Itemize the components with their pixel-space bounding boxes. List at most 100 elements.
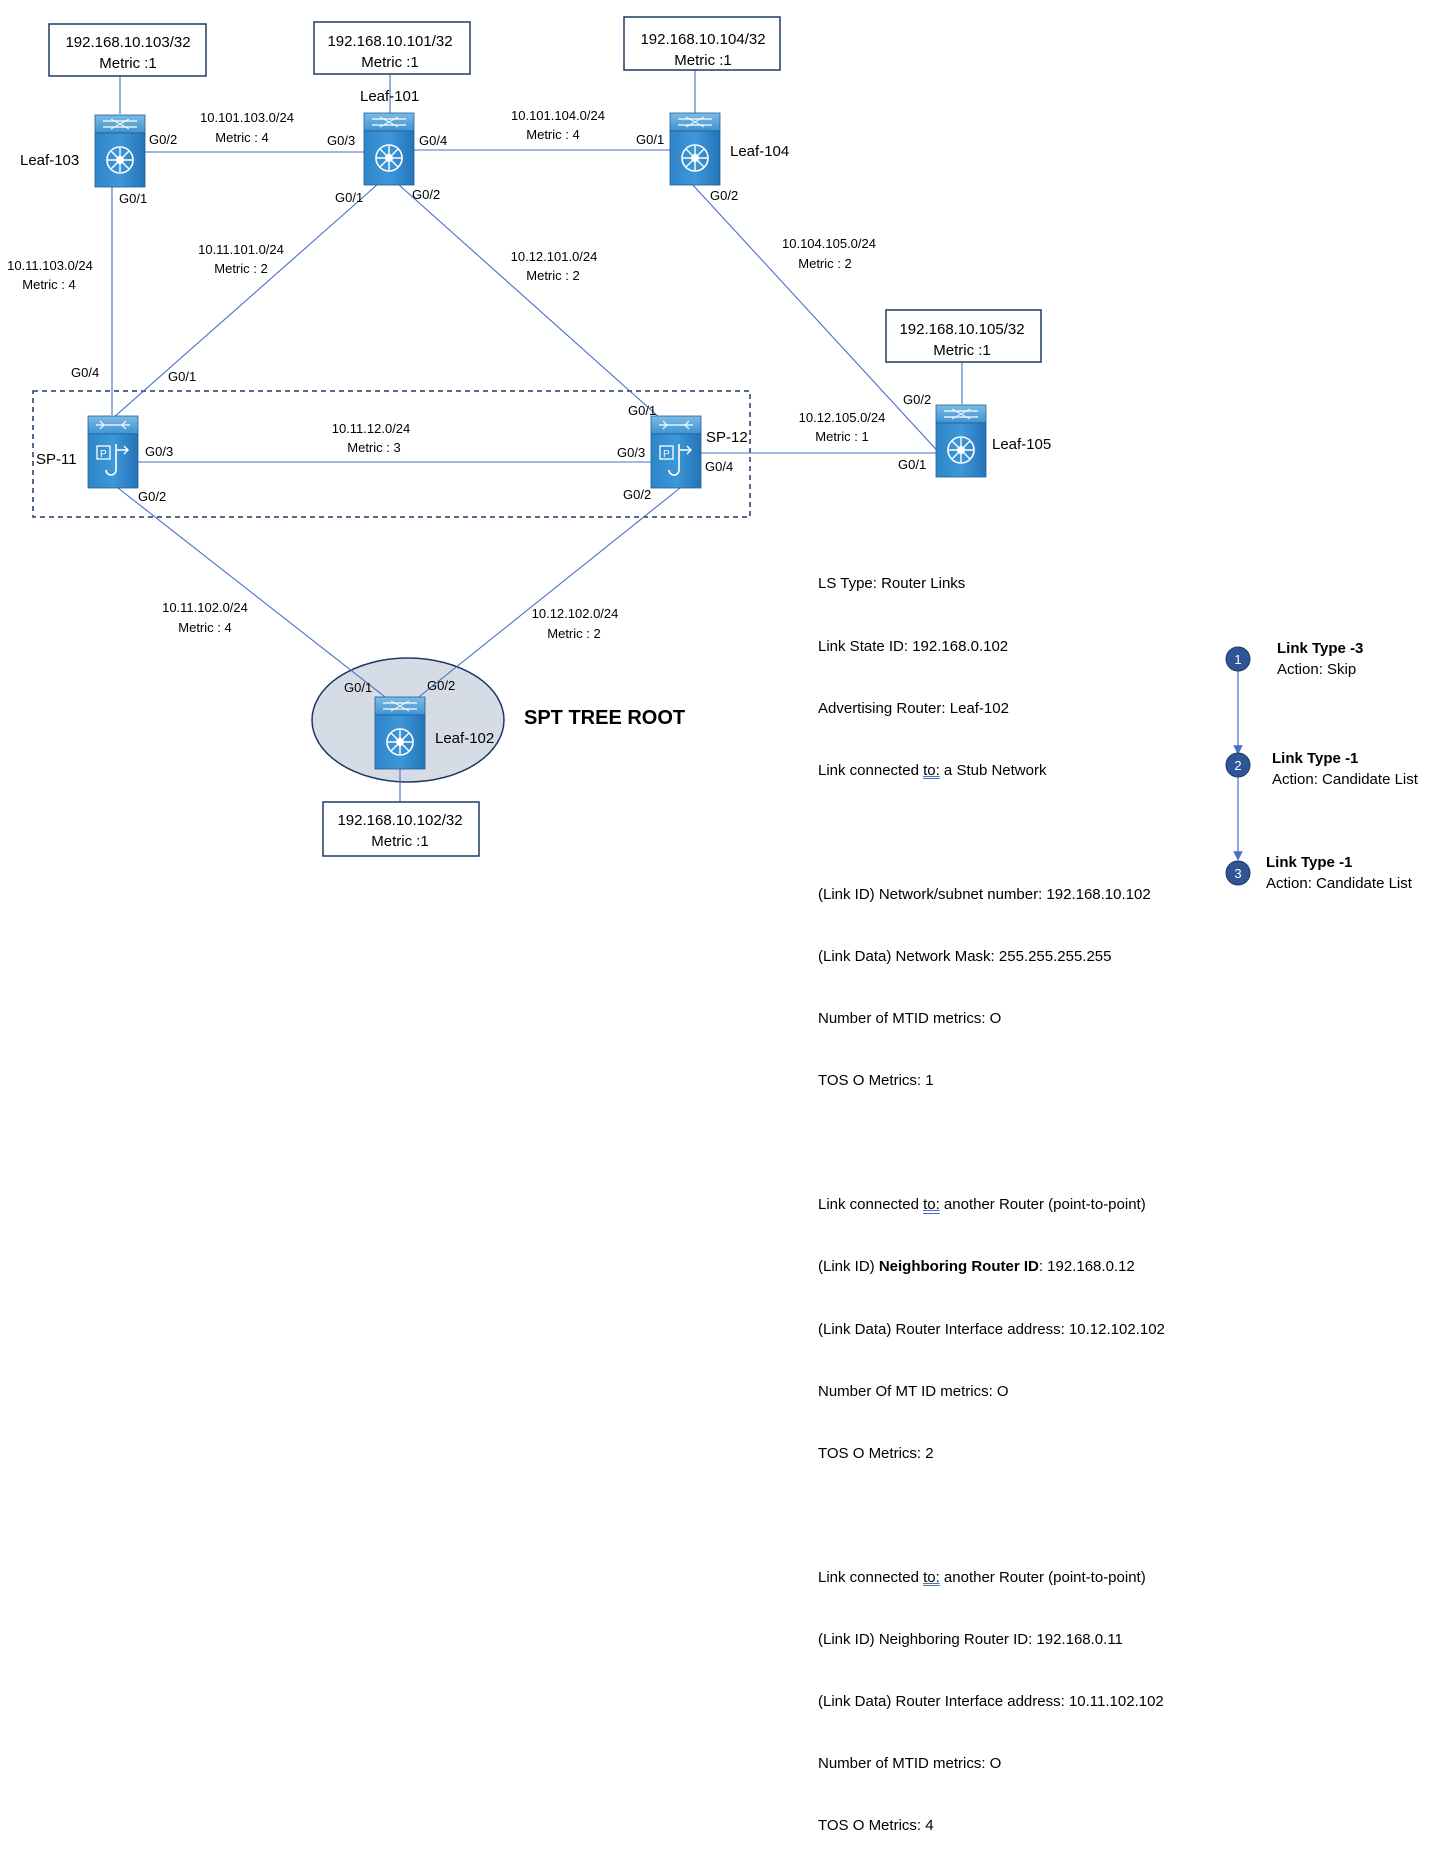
metric-l101-12: Metric : 2 xyxy=(526,268,579,283)
prefix-leaf102: 192.168.10.102/32 xyxy=(337,812,462,829)
leaf102-name: Leaf-102 xyxy=(435,730,494,747)
lsa-link1-data: (Link Data) Network Mask: 255.255.255.25… xyxy=(818,947,1112,965)
subnet-l104-105: 10.104.105.0/24 xyxy=(782,236,876,251)
lsa-link2-mtid: Number Of MT ID metrics: O xyxy=(818,1382,1009,1400)
lsa-link2-header: Link connected to: another Router (point… xyxy=(818,1196,1146,1214)
if-sp12-g04: G0/4 xyxy=(705,459,733,474)
metric-l11-102: Metric : 4 xyxy=(178,620,231,635)
if-sp11-g02: G0/2 xyxy=(138,489,166,504)
prefix-leaf104: 192.168.10.104/32 xyxy=(640,31,765,48)
lsa-link1-header: Link connected to: a Stub Network xyxy=(818,761,1047,779)
if-leaf101-g03: G0/3 xyxy=(327,133,355,148)
subnet-l101-11: 10.11.101.0/24 xyxy=(198,242,284,257)
if-leaf101-g02: G0/2 xyxy=(412,187,440,202)
if-sp12-g02: G0/2 xyxy=(623,487,651,502)
leaf104-name: Leaf-104 xyxy=(730,143,789,160)
link-sp11-leaf102 xyxy=(117,487,395,705)
lsa-link2-tos: TOS O Metrics: 2 xyxy=(818,1444,934,1462)
if-leaf105-g01: G0/1 xyxy=(898,457,926,472)
if-leaf104-g02: G0/2 xyxy=(710,188,738,203)
link-leaf101-sp12 xyxy=(397,183,661,419)
if-sp11-g03: G0/3 xyxy=(145,444,173,459)
subnet-l12-102: 10.12.102.0/24 xyxy=(532,606,619,621)
if-sp12-g03: G0/3 xyxy=(617,445,645,460)
prefix-box-leaf102: 192.168.10.102/32 Metric :1 xyxy=(322,801,480,857)
lsa-link1-tos: TOS O Metrics: 1 xyxy=(818,1072,934,1090)
sp12-name: SP-12 xyxy=(706,429,748,446)
if-leaf104-g01: G0/1 xyxy=(636,132,664,147)
metric-l103-11: Metric : 4 xyxy=(22,277,75,292)
if-leaf103-g01: G0/1 xyxy=(119,191,147,206)
if-sp11-g04: G0/4 xyxy=(71,365,99,380)
lsa-link3-data: (Link Data) Router Interface address: 10… xyxy=(818,1693,1164,1711)
subnet-l101-12: 10.12.101.0/24 xyxy=(511,249,598,264)
leaf105-device-icon[interactable] xyxy=(935,404,987,478)
subnet-l103-11: 10.11.103.0/24 xyxy=(7,258,93,273)
leaf102-device-icon[interactable] xyxy=(374,696,426,770)
step-3-num: 3 xyxy=(1234,866,1241,881)
metric-l101-11: Metric : 2 xyxy=(214,261,267,276)
lsa-description: LS Type: Router Links Link State ID: 192… xyxy=(818,533,1165,1858)
metric-l12-105: Metric : 1 xyxy=(815,429,868,444)
spine-group-border xyxy=(32,390,751,518)
step-2-circle: 2 xyxy=(1225,752,1251,778)
leaf101-device-icon[interactable] xyxy=(363,112,415,186)
leaf103-device-icon[interactable] xyxy=(94,114,146,188)
if-leaf105-g02: G0/2 xyxy=(903,392,931,407)
prefix-box-leaf101: 192.168.10.101/32 Metric :1 xyxy=(313,21,471,75)
if-leaf101-g01: G0/1 xyxy=(335,190,363,205)
if-sp12-g01: G0/1 xyxy=(628,403,656,418)
lsa-link3-tos: TOS O Metrics: 4 xyxy=(818,1817,934,1835)
prefix-leaf103: 192.168.10.103/32 xyxy=(65,34,190,51)
leaf104-device-icon[interactable] xyxy=(669,112,721,186)
leaf105-name: Leaf-105 xyxy=(992,436,1051,453)
step-1-title: Link Type -3 xyxy=(1277,640,1364,657)
metric-leaf101: Metric :1 xyxy=(361,54,419,71)
metric-l11-12: Metric : 3 xyxy=(347,440,400,455)
metric-l103-101: Metric : 4 xyxy=(215,130,268,145)
lsa-link1-id: (Link ID) Network/subnet number: 192.168… xyxy=(818,885,1151,903)
links xyxy=(111,70,963,802)
metric-leaf104: Metric :1 xyxy=(674,52,732,69)
subnet-l101-104: 10.101.104.0/24 xyxy=(511,108,605,123)
interface-labels: G0/2 G0/1 G0/3 G0/4 G0/1 G0/2 G0/1 G0/2 … xyxy=(71,132,931,695)
steps-flow: 1 2 3 xyxy=(1225,646,1251,886)
lsa-link3-id: (Link ID) Neighboring Router ID: 192.168… xyxy=(818,1631,1123,1648)
lsa-link2-data: (Link Data) Router Interface address: 10… xyxy=(818,1320,1165,1338)
link-leaf104-leaf105 xyxy=(691,183,945,459)
prefix-leaf101: 192.168.10.101/32 xyxy=(327,33,452,50)
link-leaf101-sp11 xyxy=(112,183,379,419)
lsa-link1-mtid: Number of MTID metrics: O xyxy=(818,1010,1002,1028)
sp12-device-icon[interactable] xyxy=(650,415,702,489)
lsa-link3-header: Link connected to: another Router (point… xyxy=(818,1568,1146,1586)
sp11-device-icon[interactable] xyxy=(87,415,139,489)
network-topology-diagram: P 192.168.10.103/32 Metric :1 xyxy=(7,16,1251,886)
step-2-action: Action: Candidate List xyxy=(1272,771,1418,788)
link-labels: 10.101.103.0/24 Metric : 4 10.101.104.0/… xyxy=(7,108,885,641)
if-leaf102-g01: G0/1 xyxy=(344,680,372,695)
subnet-l12-105: 10.12.105.0/24 xyxy=(799,410,886,425)
if-leaf101-g04: G0/4 xyxy=(419,133,447,148)
step-1-num: 1 xyxy=(1234,652,1241,667)
lsa-ls-type: LS Type: Router Links xyxy=(818,575,966,593)
step-1-action: Action: Skip xyxy=(1277,661,1357,678)
metric-leaf102: Metric :1 xyxy=(371,833,429,850)
spt-root-label: SPT TREE ROOT xyxy=(524,707,685,729)
step-3-circle: 3 xyxy=(1225,860,1251,886)
if-leaf103-g02: G0/2 xyxy=(149,132,177,147)
lsa-link3-mtid: Number of MTID metrics: O xyxy=(818,1755,1002,1773)
step-3-title: Link Type -1 xyxy=(1266,854,1353,871)
step-3-action: Action: Candidate List xyxy=(1266,875,1412,892)
lsa-link2-id: (Link ID) Neighboring Router ID: 192.168… xyxy=(818,1258,1135,1276)
subnet-l11-102: 10.11.102.0/24 xyxy=(162,600,248,615)
if-leaf102-g02: G0/2 xyxy=(427,678,455,693)
metric-leaf103: Metric :1 xyxy=(99,55,157,72)
prefix-box-leaf103: 192.168.10.103/32 Metric :1 xyxy=(48,23,207,77)
prefix-box-leaf104: 192.168.10.104/32 Metric :1 xyxy=(623,16,781,71)
metric-l101-104: Metric : 4 xyxy=(526,127,579,142)
metric-l12-102: Metric : 2 xyxy=(547,626,600,641)
step-2-title: Link Type -1 xyxy=(1272,750,1359,767)
subnet-l11-12: 10.11.12.0/24 xyxy=(332,421,411,436)
lsa-link-state-id: Link State ID: 192.168.0.102 xyxy=(818,637,1009,655)
lsa-advertising-router: Advertising Router: Leaf-102 xyxy=(818,699,1009,717)
